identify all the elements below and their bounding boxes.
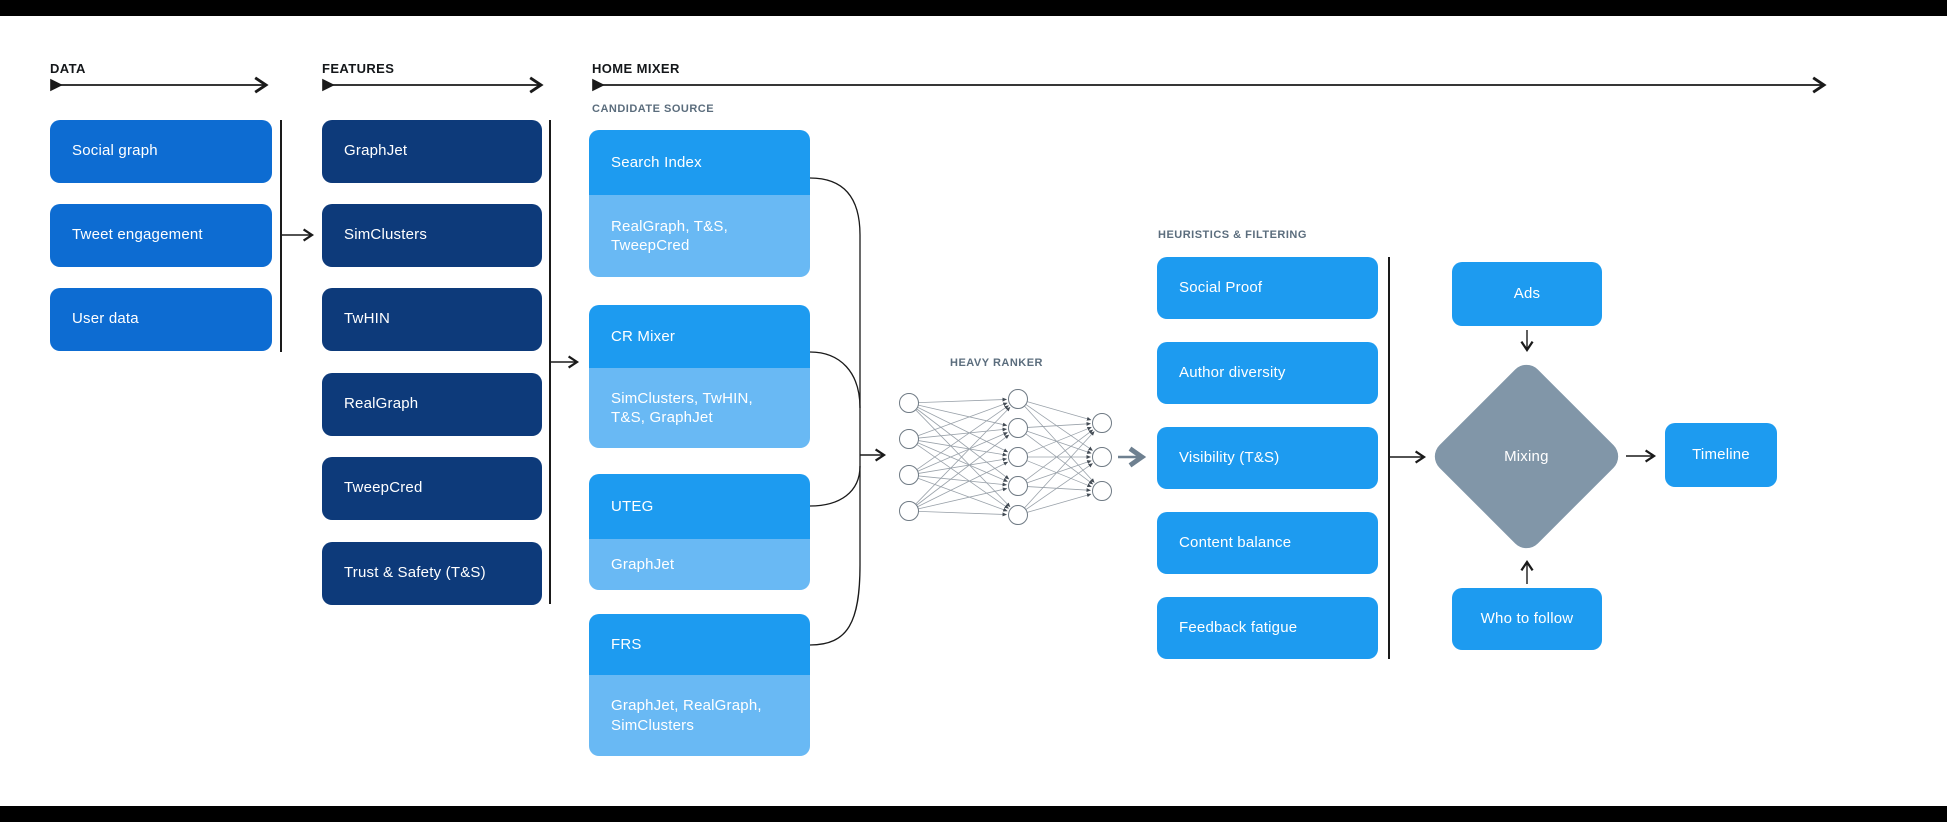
section-header-features: FEATURES bbox=[322, 61, 395, 76]
box-sublabel: GraphJet, RealGraph, SimClusters bbox=[611, 697, 762, 734]
timeline-box: Timeline bbox=[1665, 423, 1777, 487]
curve-search-index bbox=[809, 177, 861, 236]
heuristic-box-visibility: Visibility (T&S) bbox=[1157, 427, 1378, 489]
box-label: Social Proof bbox=[1179, 278, 1263, 296]
box-label: Tweet engagement bbox=[72, 226, 203, 244]
feature-box-simclusters: SimClusters bbox=[322, 204, 542, 267]
box-label: Mixing bbox=[1504, 447, 1549, 465]
candidate-sub: GraphJet bbox=[589, 539, 810, 590]
candidate-sub: SimClusters, TwHIN, T&S, GraphJet bbox=[589, 368, 810, 448]
candidate-group-cr-mixer: CR Mixer SimClusters, TwHIN, T&S, GraphJ… bbox=[589, 305, 810, 448]
label-heavy-ranker: HEAVY RANKER bbox=[950, 357, 1043, 369]
heuristic-box-author-diversity: Author diversity bbox=[1157, 342, 1378, 404]
candidate-group-search-index: Search Index RealGraph, T&S, TweepCred bbox=[589, 130, 810, 277]
box-label: SimClusters bbox=[344, 226, 428, 244]
candidate-main: FRS bbox=[589, 614, 810, 675]
label-candidate-source: CANDIDATE SOURCE bbox=[592, 103, 715, 115]
box-label: Timeline bbox=[1692, 445, 1750, 463]
label-heuristics-filtering: HEURISTICS & FILTERING bbox=[1158, 229, 1307, 241]
box-label: Visibility (T&S) bbox=[1179, 448, 1280, 466]
candidate-main: UTEG bbox=[589, 474, 810, 539]
curve-frs bbox=[809, 564, 861, 646]
box-label: RealGraph bbox=[344, 395, 419, 413]
heavy-ranker-network bbox=[899, 389, 1112, 525]
box-label: Social graph bbox=[72, 142, 158, 160]
feature-box-twhin: TwHIN bbox=[322, 288, 542, 351]
feature-box-graphjet: GraphJet bbox=[322, 120, 542, 183]
ads-box: Ads bbox=[1452, 262, 1602, 326]
candidate-group-uteg: UTEG GraphJet bbox=[589, 474, 810, 590]
box-label: Search Index bbox=[611, 154, 702, 171]
box-label: TweepCred bbox=[344, 479, 423, 497]
box-label: UTEG bbox=[611, 498, 654, 515]
heuristic-box-feedback-fatigue: Feedback fatigue bbox=[1157, 597, 1378, 659]
box-label: CR Mixer bbox=[611, 328, 676, 345]
heuristic-box-content-balance: Content balance bbox=[1157, 512, 1378, 574]
box-sublabel: RealGraph, T&S, TweepCred bbox=[611, 217, 728, 255]
section-header-data: DATA bbox=[50, 61, 86, 76]
box-label: Who to follow bbox=[1480, 609, 1574, 627]
bottom-frame-bar bbox=[0, 806, 1947, 822]
heuristic-box-social-proof: Social Proof bbox=[1157, 257, 1378, 319]
top-frame-bar bbox=[0, 0, 1947, 16]
data-box-user-data: User data bbox=[50, 288, 272, 351]
data-box-tweet-engagement: Tweet engagement bbox=[50, 204, 272, 267]
box-label: Author diversity bbox=[1179, 363, 1286, 381]
box-label: Content balance bbox=[1179, 533, 1292, 551]
box-sublabel: GraphJet bbox=[611, 555, 675, 573]
candidate-main: Search Index bbox=[589, 130, 810, 195]
section-header-home-mixer: HOME MIXER bbox=[592, 61, 680, 76]
feature-box-tweepcred: TweepCred bbox=[322, 457, 542, 520]
candidate-main: CR Mixer bbox=[589, 305, 810, 368]
candidate-sub: RealGraph, T&S, TweepCred bbox=[589, 195, 810, 277]
curve-uteg bbox=[809, 465, 861, 507]
box-label: User data bbox=[72, 310, 139, 328]
feature-box-trust-safety: Trust & Safety (T&S) bbox=[322, 542, 542, 605]
mixing-diamond: Mixing bbox=[1428, 358, 1625, 555]
data-box-social-graph: Social graph bbox=[50, 120, 272, 183]
box-label: Trust & Safety (T&S) bbox=[344, 564, 486, 582]
candidate-sub: GraphJet, RealGraph, SimClusters bbox=[589, 675, 810, 756]
box-label: Feedback fatigue bbox=[1179, 618, 1298, 636]
box-label: FRS bbox=[611, 636, 642, 653]
box-label: GraphJet bbox=[344, 142, 408, 160]
feature-box-realgraph: RealGraph bbox=[322, 373, 542, 436]
box-label: Ads bbox=[1513, 284, 1541, 302]
curve-cr-mixer bbox=[809, 351, 861, 409]
box-label: TwHIN bbox=[344, 310, 390, 328]
box-sublabel: SimClusters, TwHIN, T&S, GraphJet bbox=[611, 389, 753, 427]
who-to-follow-box: Who to follow bbox=[1452, 588, 1602, 650]
candidate-group-frs: FRS GraphJet, RealGraph, SimClusters bbox=[589, 614, 810, 756]
